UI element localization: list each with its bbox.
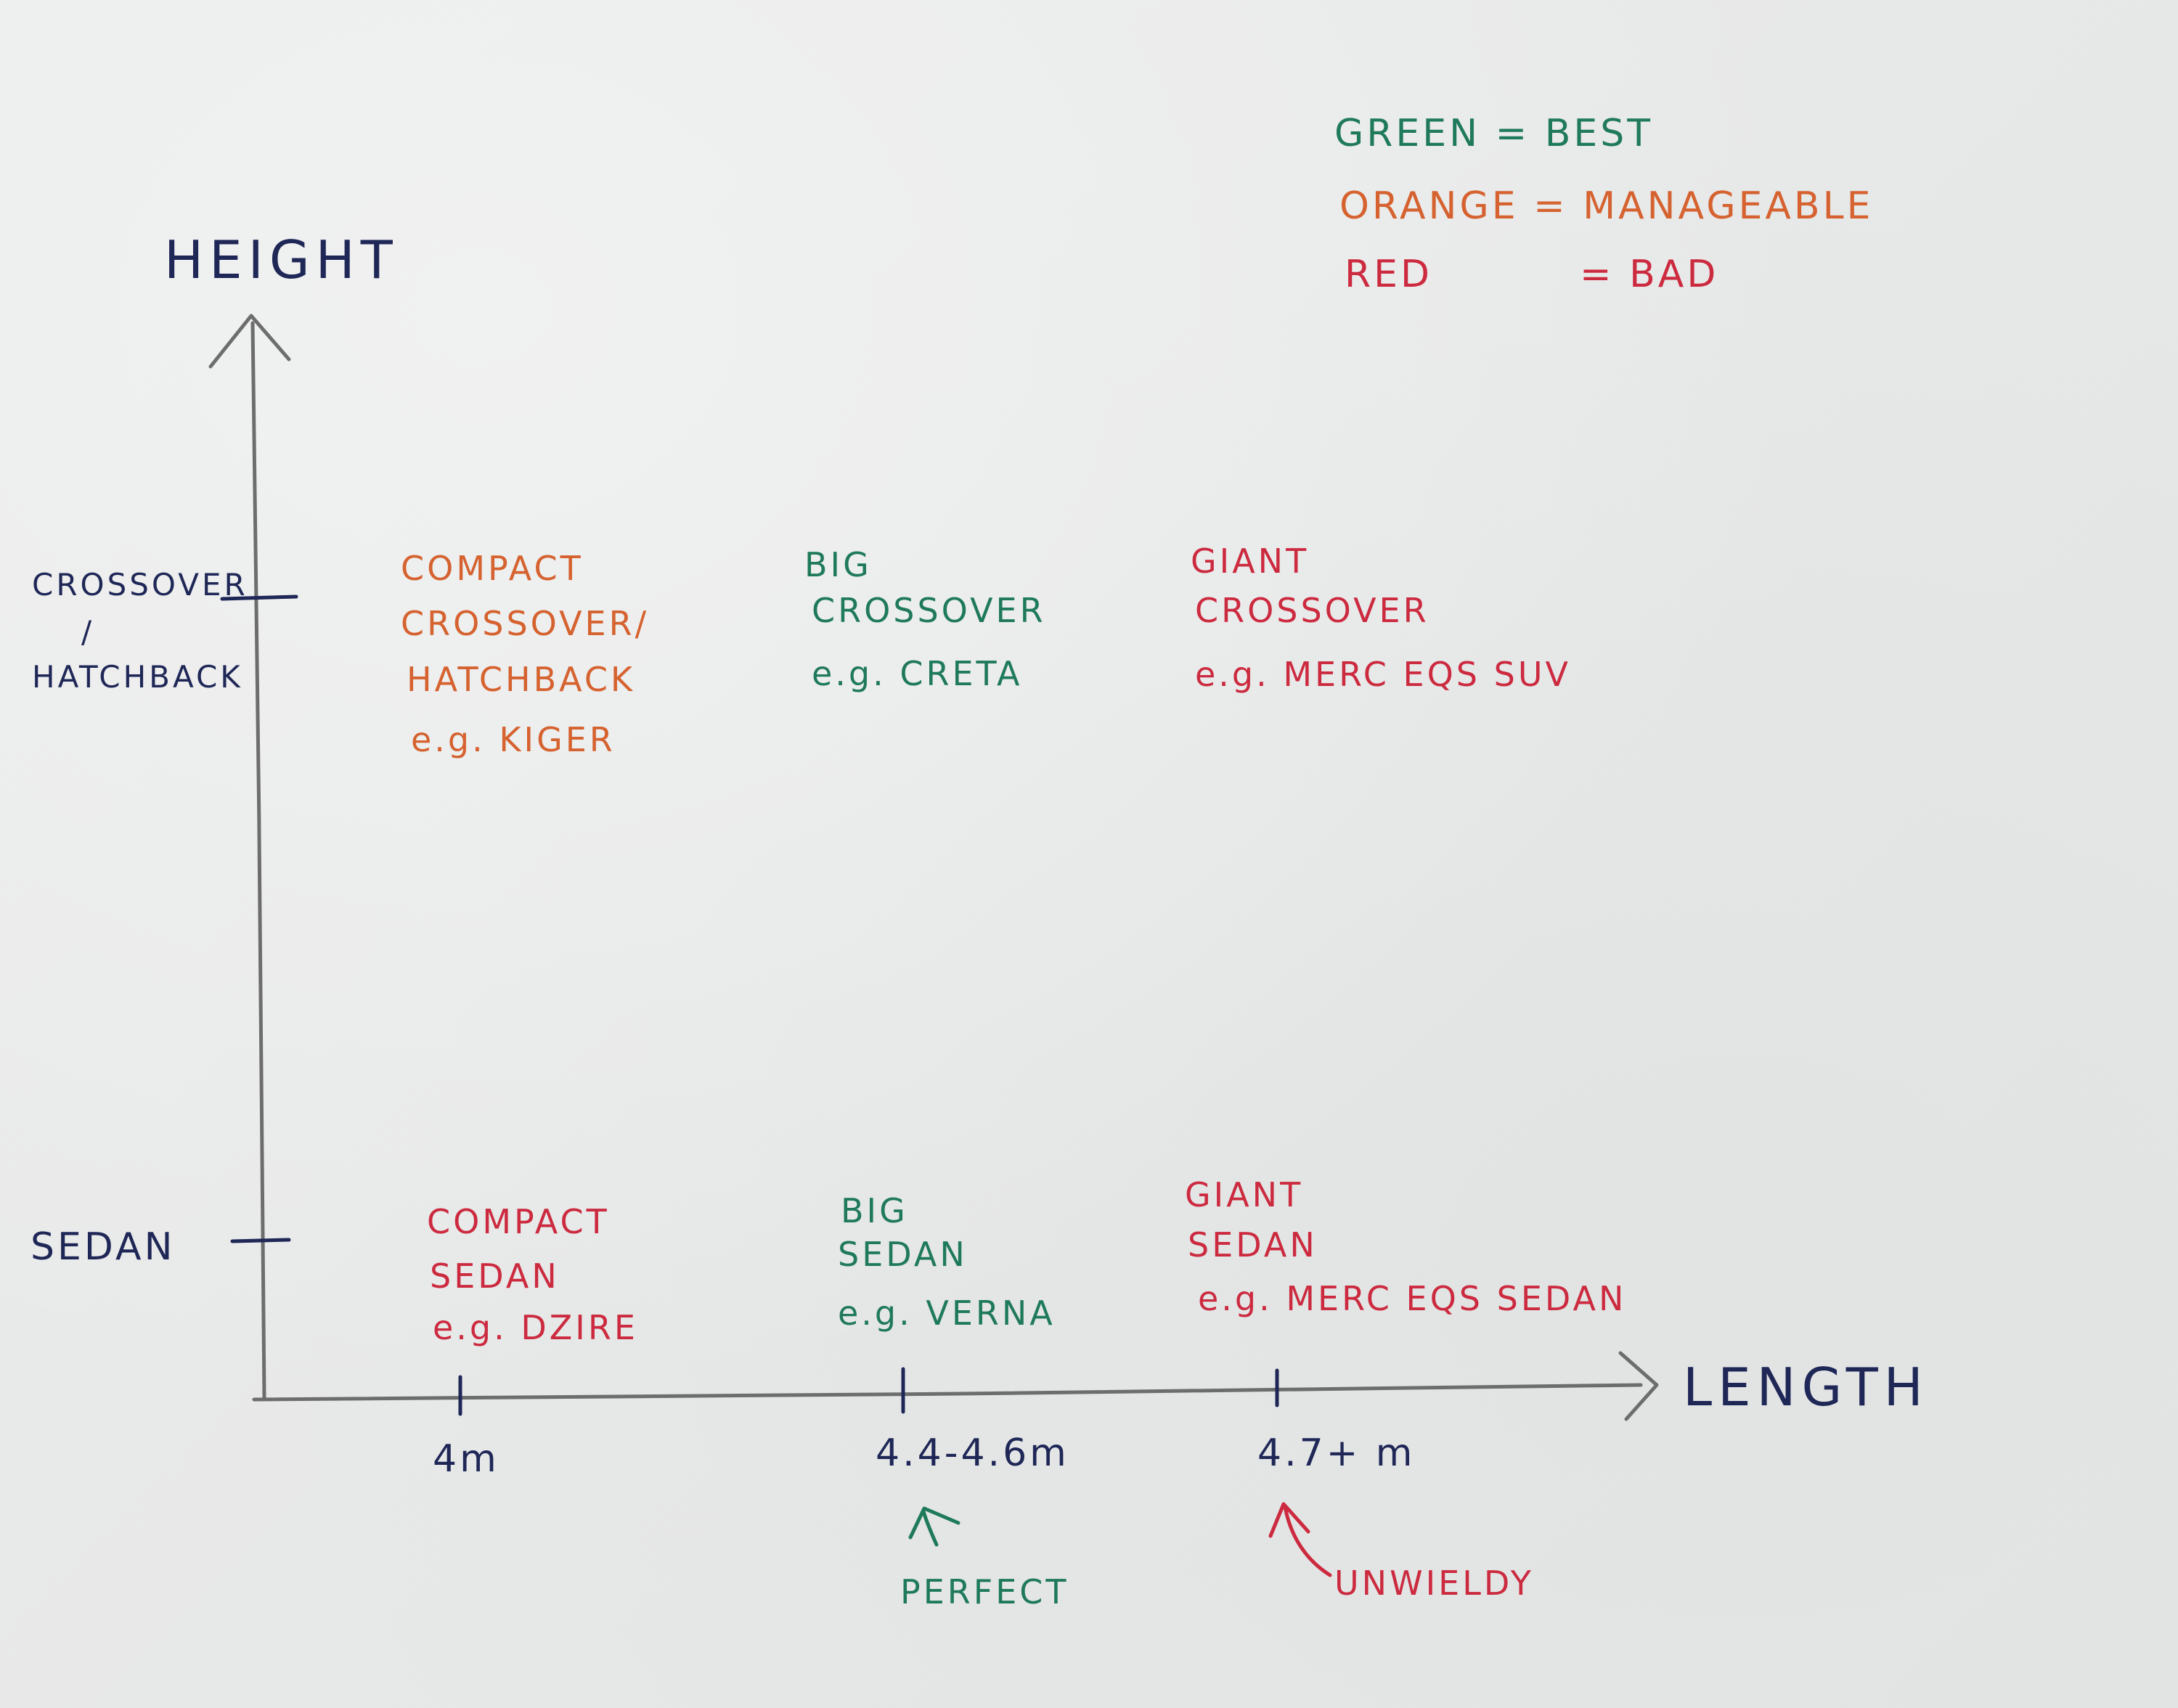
cell-big-crossover-l1: BIG bbox=[804, 545, 872, 584]
legend-green-meaning: BEST bbox=[1544, 112, 1653, 155]
legend-red: RED = BAD bbox=[1345, 256, 1718, 293]
cell-compact-sedan-l1: COMPACT bbox=[427, 1202, 610, 1241]
legend-orange-meaning: MANAGEABLE bbox=[1583, 184, 1874, 228]
cell-big-crossover-example: e.g. CRETA bbox=[812, 654, 1023, 693]
y-label-sedan: SEDAN bbox=[30, 1225, 176, 1269]
cell-big-sedan-l1: BIG bbox=[841, 1191, 908, 1230]
legend-orange-word: ORANGE bbox=[1339, 184, 1519, 228]
annotation-perfect: PERFECT bbox=[900, 1572, 1069, 1611]
y-tick-sedan bbox=[230, 1238, 291, 1243]
legend-red-meaning: BAD bbox=[1629, 253, 1719, 296]
x-axis-line bbox=[252, 1383, 1643, 1402]
legend-orange: ORANGE = MANAGEABLE bbox=[1339, 187, 1873, 225]
y-axis-line bbox=[250, 321, 266, 1400]
y-axis-arrowhead bbox=[208, 314, 291, 369]
x-label-4-7m: 4.7+ m bbox=[1257, 1431, 1416, 1475]
legend-green: GREEN = BEST bbox=[1334, 115, 1653, 152]
cell-giant-crossover-example: e.g. MERC EQS SUV bbox=[1195, 655, 1571, 694]
cell-compact-crossover-example: e.g. KIGER bbox=[411, 720, 616, 759]
legend-green-word: GREEN bbox=[1334, 112, 1481, 155]
y-label-slash: / bbox=[81, 614, 95, 650]
legend-green-equals: = bbox=[1495, 112, 1545, 155]
perfect-arrowhead bbox=[908, 1506, 960, 1540]
cell-giant-sedan-example: e.g. MERC EQS SEDAN bbox=[1198, 1279, 1627, 1318]
cell-big-crossover-l2: CROSSOVER bbox=[812, 591, 1046, 630]
unwieldy-arrow-shaft bbox=[1283, 1505, 1332, 1577]
unwieldy-arrowhead bbox=[1268, 1502, 1310, 1538]
x-axis-title: LENGTH bbox=[1683, 1357, 1929, 1418]
perfect-arrow-shaft bbox=[921, 1509, 939, 1547]
cell-compact-crossover-l2: CROSSOVER/ bbox=[401, 604, 650, 643]
cell-giant-crossover-l1: GIANT bbox=[1191, 542, 1310, 581]
annotation-unwieldy: UNWIELDY bbox=[1334, 1564, 1534, 1603]
cell-big-sedan-example: e.g. VERNA bbox=[838, 1294, 1056, 1333]
legend-red-equals: = bbox=[1579, 253, 1615, 296]
y-label-hatchback: HATCHBACK bbox=[32, 659, 243, 695]
cell-compact-crossover-l3: HATCHBACK bbox=[407, 660, 636, 699]
y-axis-title: HEIGHT bbox=[164, 229, 399, 290]
legend-red-word: RED bbox=[1345, 253, 1433, 296]
cell-giant-sedan-l2: SEDAN bbox=[1188, 1225, 1318, 1264]
x-axis-arrowhead bbox=[1618, 1351, 1659, 1421]
cell-giant-crossover-l2: CROSSOVER bbox=[1195, 591, 1429, 630]
cell-compact-crossover-l1: COMPACT bbox=[401, 549, 584, 588]
y-label-crossover: CROSSOVER bbox=[32, 567, 248, 602]
cell-compact-sedan-example: e.g. DZIRE bbox=[433, 1308, 638, 1347]
cell-giant-sedan-l1: GIANT bbox=[1185, 1175, 1304, 1214]
legend-orange-equals: = bbox=[1533, 184, 1583, 228]
cell-big-sedan-l2: SEDAN bbox=[838, 1235, 968, 1274]
x-label-4-4-4-6m: 4.4-4.6m bbox=[876, 1431, 1069, 1475]
x-label-4m: 4m bbox=[433, 1437, 499, 1481]
y-tick-crossover bbox=[220, 594, 298, 601]
cell-compact-sedan-l2: SEDAN bbox=[430, 1257, 560, 1296]
